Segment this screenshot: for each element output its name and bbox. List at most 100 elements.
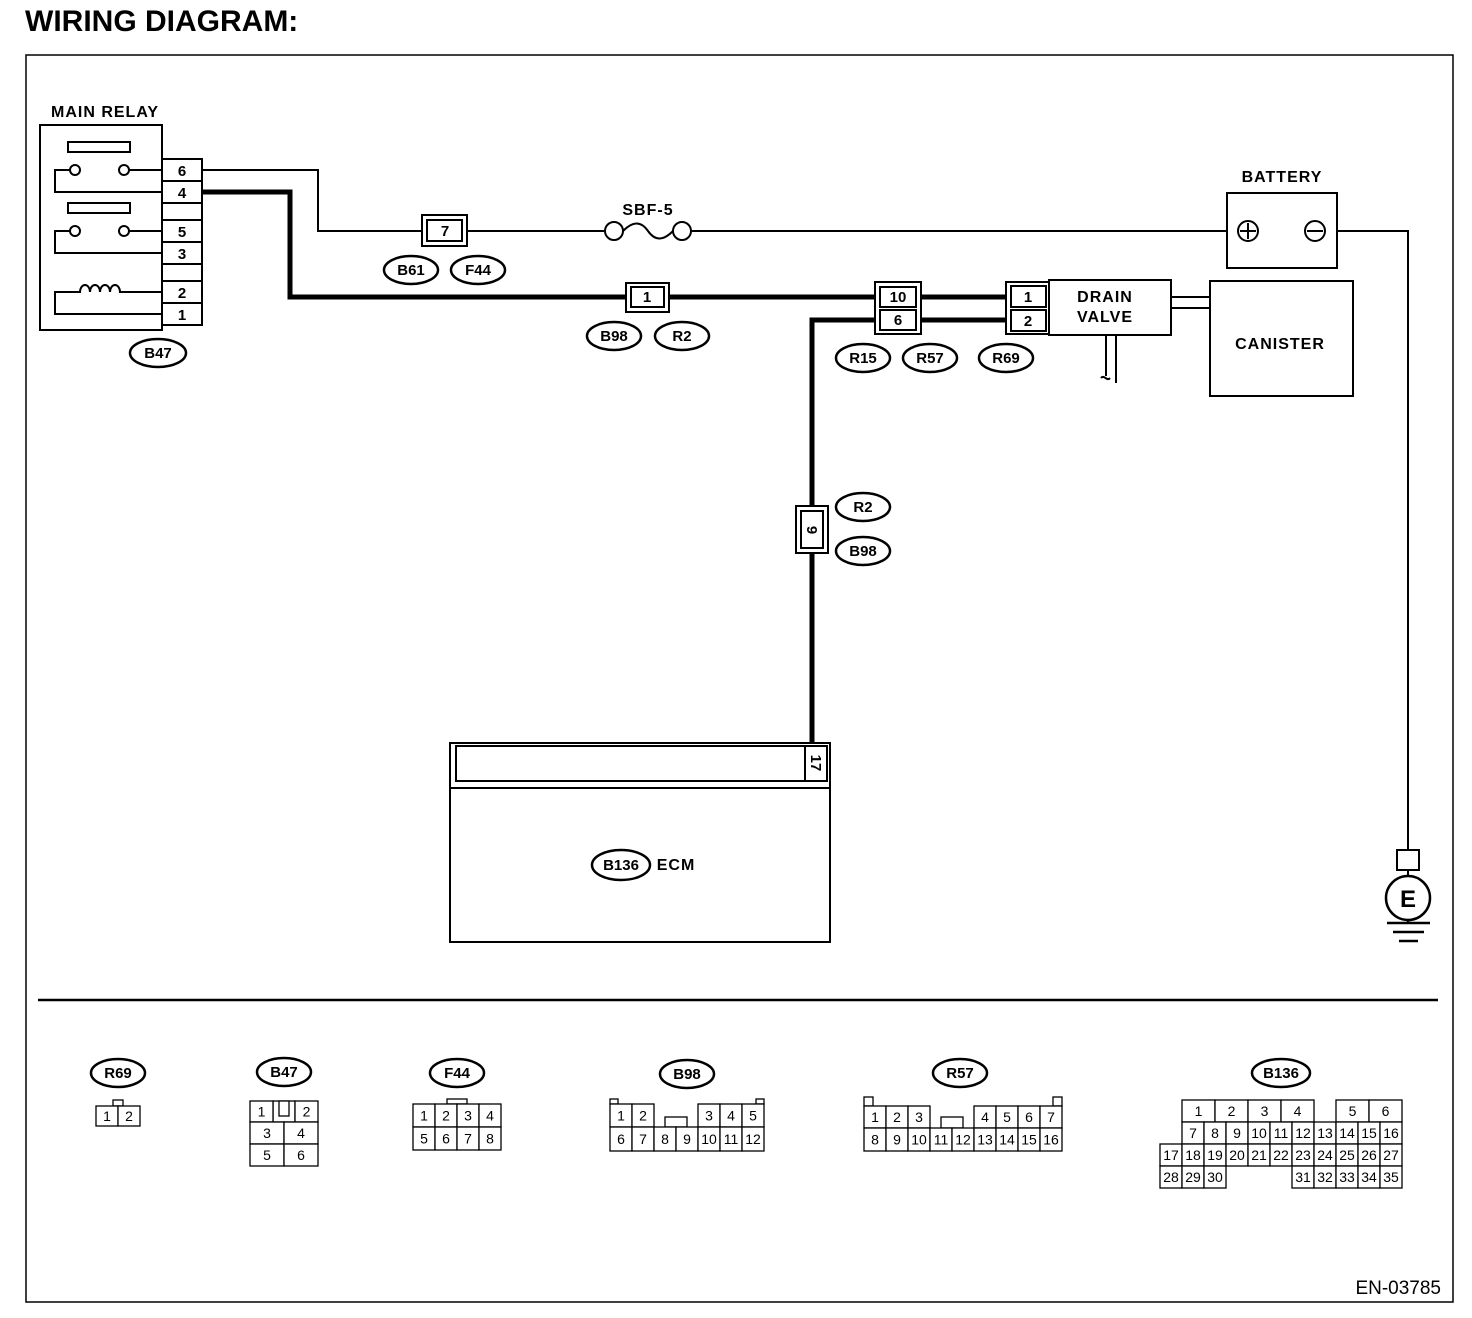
fuse-label: SBF-5	[622, 202, 673, 219]
pin-cavity: 20	[1225, 1143, 1249, 1167]
pin-number: 7	[464, 1131, 472, 1147]
pin-number: 4	[727, 1108, 735, 1124]
relay-switch-upper	[54, 141, 162, 193]
pin-cavity: 4	[1280, 1099, 1315, 1123]
connector-badge-label: B136	[603, 857, 639, 874]
wire-battery-to-ground	[1325, 230, 1409, 850]
pin-cavity: 6	[1017, 1105, 1041, 1129]
pin-cavity: 17	[1159, 1143, 1183, 1167]
connector-lock-tab	[609, 1098, 619, 1105]
connector-badge-label: B98	[849, 543, 877, 560]
pin-cavity: 1	[249, 1100, 274, 1123]
pin-cavity: 4	[478, 1103, 502, 1128]
connector-badge-label: F44	[444, 1065, 471, 1082]
drain-valve: 1 2 DRAIN VALVE R69	[977, 279, 1210, 383]
pin-cavity: 5	[249, 1143, 285, 1167]
pin-cavity: 3	[1247, 1099, 1282, 1123]
wires	[202, 169, 1409, 876]
pin-cavity: 6	[283, 1143, 319, 1167]
pin-cavity: 24	[1313, 1143, 1337, 1167]
connector-badge-label: R2	[672, 328, 691, 345]
connector-lock-tab	[755, 1098, 765, 1105]
pin-number: 15	[1361, 1125, 1377, 1141]
pin-cavity: 11	[719, 1126, 743, 1152]
wire-j6-to-j9	[809, 317, 875, 506]
pin-cavity: 26	[1357, 1143, 1381, 1167]
relay-pin-4	[161, 180, 203, 204]
connector-badge-label: B47	[144, 345, 172, 362]
pin-cavity: 12	[951, 1127, 975, 1152]
drain-valve-pin	[1010, 285, 1047, 308]
pin-number: 2	[125, 1108, 133, 1124]
pin-number: 2	[639, 1108, 647, 1124]
pin-number: 28	[1163, 1169, 1179, 1185]
connector-badge-outline	[931, 1057, 989, 1089]
relay-connector: 6 4 5 3 2 1	[161, 158, 203, 326]
pin-cavity: 23	[1291, 1143, 1315, 1167]
ground-symbol-icon	[1387, 920, 1430, 943]
pin-cavity: 14	[995, 1127, 1019, 1152]
connector-badge-outline	[585, 320, 643, 352]
pin-number: 3	[915, 1109, 923, 1125]
battery-label: BATTERY	[1242, 169, 1323, 186]
pin-cavity-outline	[1039, 1127, 1063, 1152]
pin-number: 6	[1025, 1109, 1033, 1125]
pin-cavity: 22	[1269, 1143, 1293, 1167]
pin-number: 18	[1185, 1147, 1201, 1163]
junction-pin	[630, 286, 665, 308]
pin-number: 4	[297, 1125, 305, 1141]
figure-code: EN-03785	[1355, 1278, 1441, 1299]
relay-pin-number: 3	[178, 246, 186, 263]
pin-number: 4	[981, 1109, 989, 1125]
pin-cavity: 9	[675, 1126, 699, 1152]
relay-armature-bar	[67, 141, 131, 153]
pin-cavity: 1	[95, 1105, 119, 1127]
ecm-connector-header	[455, 745, 806, 782]
pin-number: 31	[1295, 1169, 1311, 1185]
relay-pin-number: 4	[178, 185, 187, 202]
pin-cavity: 31	[1291, 1165, 1315, 1189]
pin-cavity: 6	[434, 1126, 458, 1151]
relay-pin-number: 2	[178, 285, 186, 302]
junction-pin	[879, 309, 917, 331]
pin-number: 32	[1317, 1169, 1333, 1185]
connector-badge-label: R57	[916, 350, 944, 367]
pin-cavity: 14	[1335, 1121, 1359, 1145]
connector-badge-label: R57	[946, 1065, 974, 1082]
page-title: WIRING DIAGRAM:	[25, 5, 298, 38]
pin-cavity: 8	[1203, 1121, 1227, 1145]
pin-number: 17	[1163, 1147, 1179, 1163]
pin-cavity: 5	[1335, 1099, 1370, 1123]
pin-cavity: 9	[1225, 1121, 1249, 1145]
pin-number: 27	[1383, 1147, 1399, 1163]
junction-pin-number: 9	[803, 526, 820, 534]
pin-cavity-outline	[478, 1126, 502, 1151]
connector-badge-b47: B47	[128, 337, 188, 369]
connector-badge-outline	[449, 254, 507, 286]
connector-badge-outline	[834, 491, 892, 523]
pin-cavity: 10	[1247, 1121, 1271, 1145]
junction-9: 9 R2 B98	[795, 491, 892, 567]
pin-cavity: 5	[741, 1103, 765, 1128]
pin-cavity: 8	[863, 1127, 887, 1152]
canister: CANISTER	[1209, 280, 1354, 397]
fuse-terminal-icon	[672, 221, 692, 241]
wire-relay6-to-j7	[202, 169, 422, 232]
pin-number: 35	[1383, 1169, 1399, 1185]
pin-number: 8	[871, 1132, 879, 1148]
pin-number: 9	[683, 1131, 691, 1147]
pin-number: 6	[1382, 1103, 1390, 1119]
pin-number: 3	[705, 1108, 713, 1124]
pin-cavity: 4	[973, 1105, 997, 1129]
ground-point: E	[1384, 849, 1432, 943]
pin-cavity: 28	[1159, 1165, 1183, 1189]
pin-number: 1	[420, 1108, 428, 1124]
pin-number: 24	[1317, 1147, 1333, 1163]
pin-number: 5	[420, 1131, 428, 1147]
